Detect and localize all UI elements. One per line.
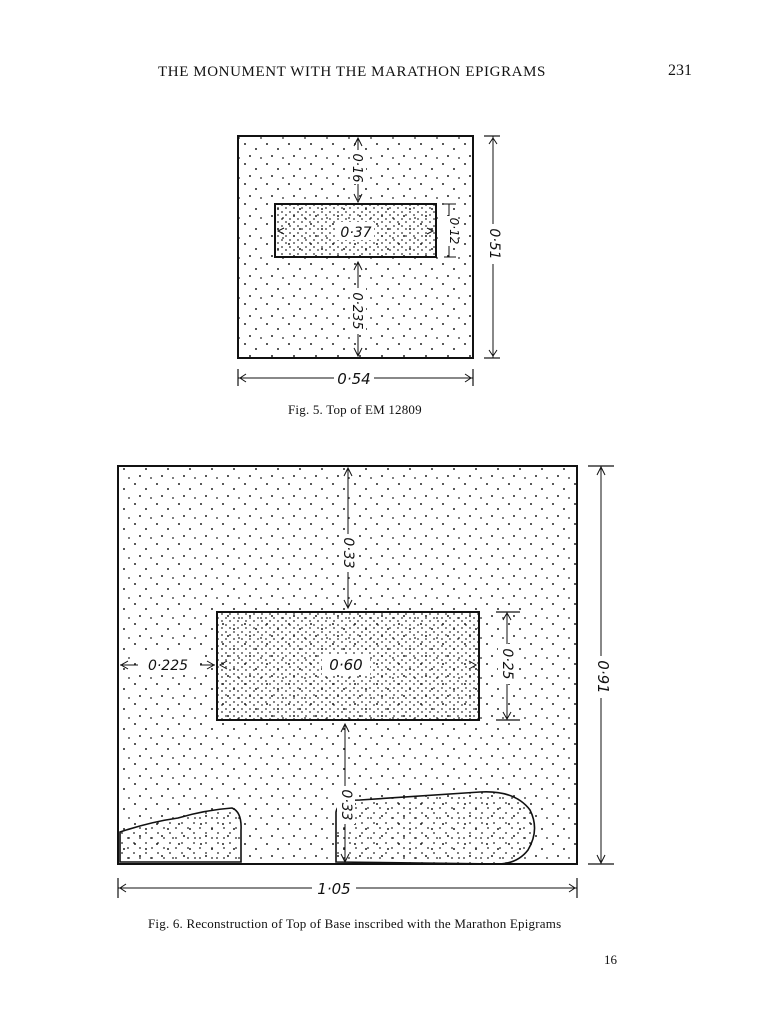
fig5-inner-height-label: 0·12	[447, 218, 461, 245]
fig5-bottom-margin-label: 0·235	[349, 292, 364, 329]
running-title: THE MONUMENT WITH THE MARATHON EPIGRAMS	[158, 64, 546, 80]
figure-6: 0·33 0·225 0·60 0·25 0·91 0·33	[117, 465, 614, 898]
fig5-overall-width-label: 0·54	[337, 370, 370, 388]
page-number: 231	[668, 62, 692, 79]
figure-5: 0·16 0·37 0·12 0·235 0·51 0·54	[237, 135, 503, 388]
figure-6-caption: Fig. 6. Reconstruction of Top of Base in…	[148, 916, 562, 931]
fig6-overall-width-label: 1·05	[317, 880, 350, 898]
fig5-inner-width-label: 0·37	[340, 225, 371, 241]
fig6-fragment-right	[335, 791, 536, 865]
fig6-fragment-left	[119, 807, 242, 863]
fig6-inner-height-label: 0·25	[499, 648, 515, 679]
fig6-side-margin-label: 0·225	[148, 658, 188, 674]
fig6-top-margin-label: 0·33	[340, 537, 356, 568]
signature-mark: 16	[604, 952, 617, 967]
figure-5-caption: Fig. 5. Top of EM 12809	[288, 402, 422, 417]
fig6-overall-depth-label: 0·91	[594, 660, 612, 693]
fig6-inner-width-label: 0·60	[329, 656, 362, 674]
fig5-overall-depth-label: 0·51	[486, 228, 502, 259]
fig6-bottom-margin-label: 0·33	[338, 789, 354, 820]
fig5-top-margin-label: 0·16	[349, 154, 364, 183]
